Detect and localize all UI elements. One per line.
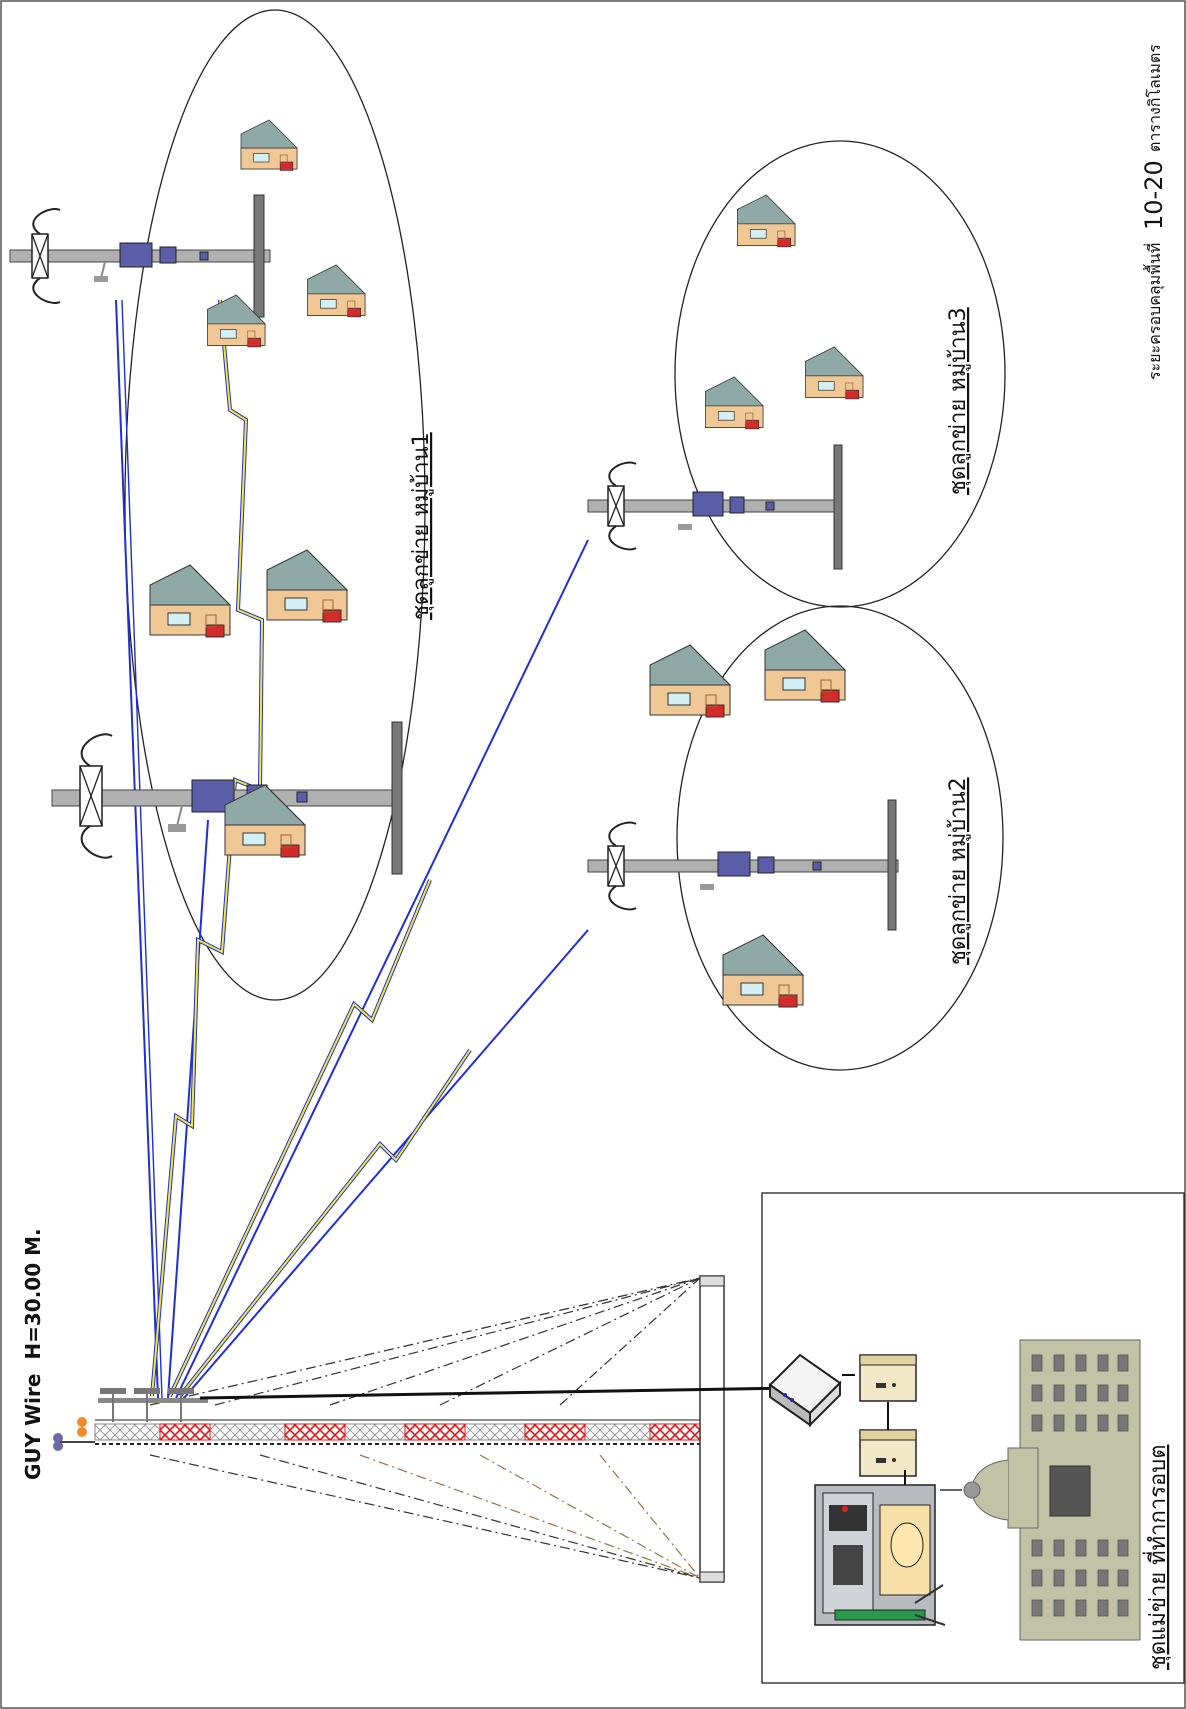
village-2-houses — [649, 629, 846, 1008]
house — [722, 934, 804, 1008]
relay-pole-village-3 — [587, 444, 843, 570]
village-1-label: ชุดลูกข่าย หมู่บ้าน1 — [409, 432, 434, 620]
guy-wire-tower — [53, 1275, 725, 1583]
government-building-icon — [940, 1339, 1141, 1641]
village-2-zone — [676, 605, 1004, 1071]
wireless-bolt-village-2 — [178, 1048, 472, 1398]
relay-pole-1 — [9, 194, 271, 318]
house — [266, 549, 348, 623]
radio-link-to-village-3 — [175, 539, 589, 1399]
village-1-zone — [124, 9, 426, 1001]
village-3-houses — [705, 194, 864, 430]
tower-label: GUY Wire H=30.00 M. — [21, 1228, 45, 1480]
radio-unit-1-icon — [859, 1354, 917, 1402]
master-equipment — [768, 1339, 1141, 1641]
village-2-label: ชุดลูกข่าย หมู่บ้าน2 — [946, 777, 971, 965]
house — [764, 629, 846, 703]
house — [149, 564, 231, 638]
operator-workstation-icon — [814, 1484, 946, 1626]
house — [737, 194, 796, 248]
coverage-suffix: ตารางกิโลเมตร — [1145, 44, 1164, 152]
relay-pole-big — [51, 721, 403, 875]
village-3-zone — [674, 140, 1006, 608]
house — [649, 644, 731, 718]
relay-pole-village-2 — [587, 799, 899, 931]
feeder-cable — [199, 1386, 791, 1400]
house — [307, 264, 366, 318]
radio-unit-2-icon — [859, 1429, 917, 1477]
radio-link-to-pole-1 — [167, 819, 209, 1399]
coverage-note: ระยะครอบคลุมพื้นที่ 10-20 ตารางกิโลเมตร — [1140, 44, 1168, 380]
house — [705, 376, 764, 430]
radio-links — [115, 299, 589, 1399]
radio-link-to-relay-1 — [115, 299, 159, 1399]
village-3-label: ชุดลูกข่าย หมู่บ้าน3 — [946, 307, 971, 495]
house — [240, 119, 298, 171]
radio-link-to-village-2 — [183, 929, 589, 1399]
coverage-value: 10-20 — [1140, 160, 1168, 230]
router-icon — [768, 1353, 842, 1428]
guy-wires — [149, 1277, 701, 1579]
master-site-box — [761, 1192, 1185, 1684]
house — [805, 346, 864, 400]
radio-link-to-relay-1b — [121, 299, 163, 1399]
master-site-label: ชุดแม่ข่าย ที่ทำการอบต — [1142, 1445, 1171, 1671]
coverage-prefix: ระยะครอบคลุมพื้นที่ — [1143, 243, 1165, 380]
